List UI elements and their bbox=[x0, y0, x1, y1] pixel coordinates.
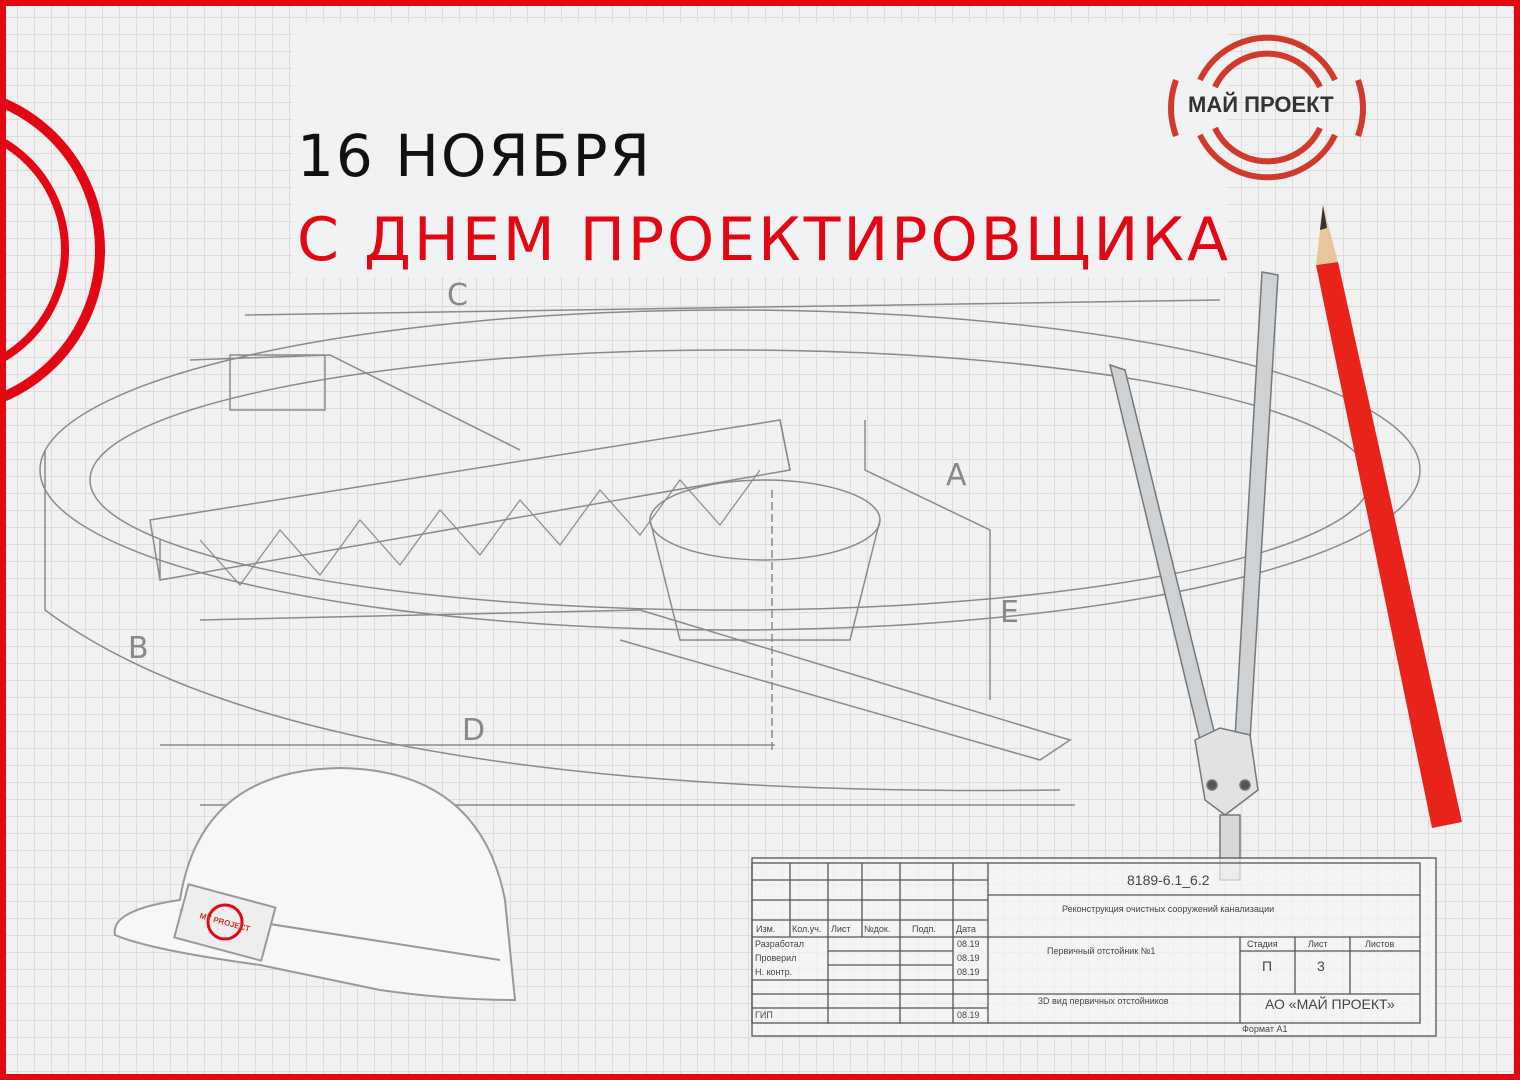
project-name: Реконструкция очистных сооружений канали… bbox=[1062, 904, 1275, 914]
compass-icon bbox=[1108, 271, 1279, 881]
dim-label-c: C bbox=[447, 278, 468, 313]
col-header: Изм. bbox=[756, 924, 776, 934]
dim-label-a: A bbox=[946, 458, 967, 493]
role-date: 08.19 bbox=[957, 967, 980, 977]
col-header: №док. bbox=[864, 924, 891, 934]
company-name: АО «МАЙ ПРОЕКТ» bbox=[1265, 996, 1395, 1012]
role: ГИП bbox=[755, 1010, 773, 1020]
sheet-title: 3D вид первичных отстойников bbox=[1038, 996, 1169, 1006]
greeting-heading: С ДНЕМ ПРОЕКТИРОВЩИКА bbox=[297, 205, 1231, 275]
sheet-value: 3 bbox=[1317, 958, 1325, 974]
company-logo: МАЙ ПРОЕКТ bbox=[1188, 92, 1334, 117]
stage-value: П bbox=[1262, 958, 1273, 974]
role-date: 08.19 bbox=[957, 939, 980, 949]
logo-rings bbox=[1168, 34, 1366, 181]
decorative-arcs bbox=[0, 96, 105, 404]
col-header: Дата bbox=[956, 924, 976, 934]
stage-header: Листов bbox=[1365, 939, 1395, 949]
pencil-icon bbox=[1316, 205, 1462, 828]
helmet-icon bbox=[113, 766, 517, 1002]
header-panel bbox=[292, 22, 1227, 277]
col-header: Подп. bbox=[912, 924, 936, 934]
sheet-format: Формат А1 bbox=[1242, 1024, 1288, 1034]
object-name: Первичный отстойник №1 bbox=[1047, 946, 1156, 956]
role: Н. контр. bbox=[755, 967, 793, 977]
col-header: Лист bbox=[831, 924, 851, 934]
drawing-code: 8189-6.1_6.2 bbox=[1127, 872, 1210, 888]
col-header: Кол.уч. bbox=[792, 924, 822, 934]
role: Разработал bbox=[755, 939, 804, 949]
stage-header: Стадия bbox=[1247, 939, 1278, 949]
role: Проверил bbox=[755, 953, 797, 963]
clarifier-sketch bbox=[39, 299, 1421, 806]
dim-label-b: B bbox=[128, 631, 149, 666]
date-heading: 16 НОЯБРЯ bbox=[297, 122, 652, 190]
role-date: 08.19 bbox=[957, 1010, 980, 1020]
title-block-frame bbox=[751, 857, 1437, 1037]
stage-header: Лист bbox=[1308, 939, 1328, 949]
dim-label-e: E bbox=[1000, 595, 1019, 630]
role-date: 08.19 bbox=[957, 953, 980, 963]
dim-label-d: D bbox=[462, 713, 485, 748]
